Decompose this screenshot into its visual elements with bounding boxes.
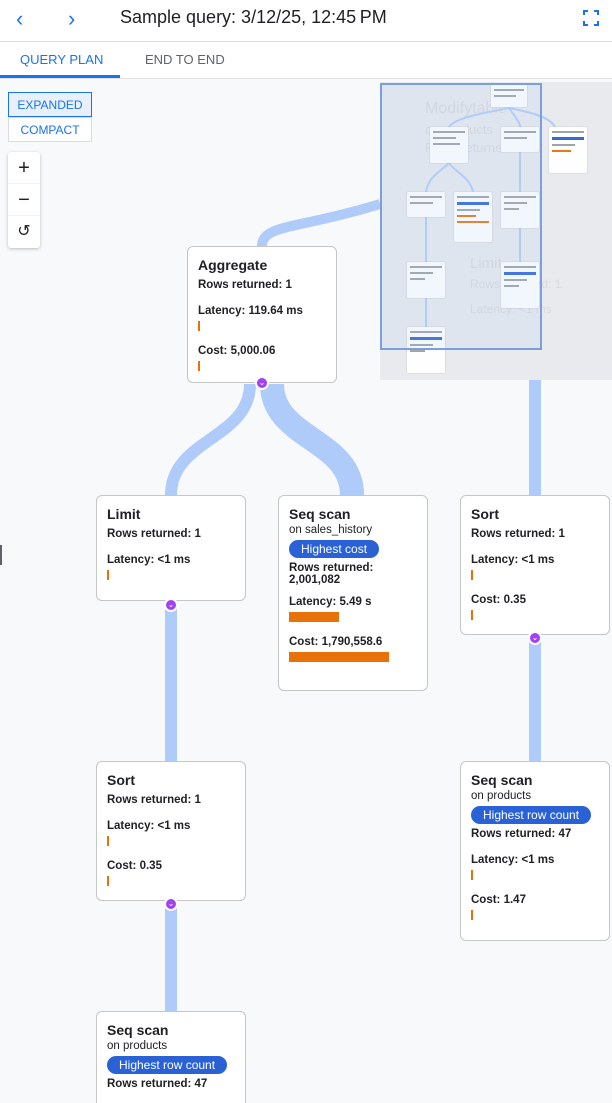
scroll-indicator [0,545,2,565]
cost: Cost: 5,000.06 [198,345,276,357]
minimap-node [430,127,468,163]
plan-node-sort-left[interactable]: Sort Rows returned: 1 Latency: <1 ms Cos… [96,761,246,901]
collapse-chevron-icon[interactable]: ⌄ [164,897,178,911]
minimap-node [491,85,527,107]
collapse-chevron-icon[interactable]: ⌄ [255,376,269,390]
table-name: on products [107,1040,168,1052]
reset-zoom-button[interactable]: ↺ [17,223,31,240]
latency-bar [471,870,473,880]
latency: Latency: <1 ms [471,554,555,566]
rows-returned-label: Rows returned: [289,562,374,574]
header: ‹ › Sample query: 3/12/25, 12:45 PM [0,0,612,42]
minimap-node [501,127,539,152]
cost: Cost: 1.47 [471,894,526,906]
node-title: Aggregate [198,257,268,273]
node-title: Seq scan [289,506,351,522]
minimap[interactable]: Modifytable on products Rows returned Li… [380,82,612,380]
highest-row-count-badge: Highest row count [471,806,592,824]
cost-bar [471,910,473,920]
latency: Latency: 119.64 ms [198,305,303,317]
rows-returned: Rows returned: 1 [107,528,201,540]
cost: Cost: 1,790,558.6 [289,636,383,648]
plan-node-seq-scan-sales-history[interactable]: Seq scan on sales_history Highest cost R… [278,495,428,691]
minimap-node [501,262,539,308]
table-name: on products [471,790,532,802]
chevron-right-icon[interactable]: › [68,6,76,31]
minimap-node [549,127,587,173]
latency-bar [107,836,109,846]
latency-bar [471,570,473,580]
plan-node-limit[interactable]: Limit Rows returned: 1 Latency: <1 ms [96,495,246,601]
fullscreen-icon[interactable] [583,10,599,26]
cost: Cost: 0.35 [471,594,526,606]
rows-returned: Rows returned: 1 [198,279,292,291]
collapse-chevron-icon[interactable]: ⌄ [528,631,542,645]
minimap-viewport[interactable] [380,83,542,350]
cost: Cost: 0.35 [107,860,162,872]
zoom-out-button[interactable]: − [8,184,40,216]
collapse-chevron-icon[interactable]: ⌄ [164,598,178,612]
cost-bar [471,610,473,620]
chevron-left-icon[interactable]: ‹ [16,6,24,31]
expanded-button[interactable]: EXPANDED [8,92,92,117]
zoom-in-button[interactable]: + [8,152,40,184]
latency: Latency: 5.49 s [289,596,372,608]
latency: Latency: <1 ms [107,554,191,566]
node-title: Sort [107,772,135,788]
minimap-node [407,327,445,373]
minimap-node [407,192,445,217]
latency: Latency: <1 ms [107,820,191,832]
rows-returned: Rows returned: 47 [107,1078,208,1090]
cost-bar [198,361,200,371]
node-title: Seq scan [107,1022,169,1038]
edge-aggregate-limit [165,383,256,496]
query-plan-canvas[interactable]: EXPANDED COMPACT + − ↺ Aggregate Rows re… [0,79,612,1103]
zoom-controls: + − ↺ [8,152,40,248]
tab-bar: QUERY PLAN END TO END [0,42,612,79]
tab-query-plan[interactable]: QUERY PLAN [20,52,104,67]
edge-modifytable-aggregate [257,199,382,247]
rows-returned-value: 2,001,082 [289,574,341,586]
tab-end-to-end[interactable]: END TO END [145,52,225,67]
node-title: Limit [107,506,141,522]
plan-node-seq-scan-products-bottom[interactable]: Seq scan on products Highest row count R… [96,1011,246,1103]
minimap-node [407,262,445,298]
highest-row-count-badge: Highest row count [107,1056,228,1074]
rows-returned: Rows returned: 1 [107,794,201,806]
plan-node-aggregate[interactable]: Aggregate Rows returned: 1 Latency: 119.… [187,246,337,383]
rows-returned: Rows returned: 1 [471,528,565,540]
node-title: Seq scan [471,772,533,788]
minimap-node [501,192,539,228]
edge-aggregate-seqscan [260,382,364,497]
latency-bar [107,570,109,580]
active-tab-indicator [0,75,120,78]
cost-bar [107,876,109,886]
plan-node-sort-right[interactable]: Sort Rows returned: 1 Latency: <1 ms Cos… [460,495,610,635]
plan-node-seq-scan-products-right[interactable]: Seq scan on products Highest row count R… [460,761,610,941]
latency-bar [289,612,339,622]
minimap-edges [425,107,556,327]
highest-cost-badge: Highest cost [289,540,380,558]
cost-bar [289,652,389,662]
node-title: Sort [471,506,499,522]
rows-returned: Rows returned: 47 [471,828,572,840]
plan-edges [165,199,541,1011]
compact-button[interactable]: COMPACT [8,117,92,142]
page-title: Sample query: 3/12/25, 12:45 PM [120,7,387,27]
latency-bar [198,321,200,331]
minimap-node [454,192,492,242]
table-name: on sales_history [289,524,373,536]
background-node-title: Limit [470,255,502,272]
latency: Latency: <1 ms [471,854,555,866]
